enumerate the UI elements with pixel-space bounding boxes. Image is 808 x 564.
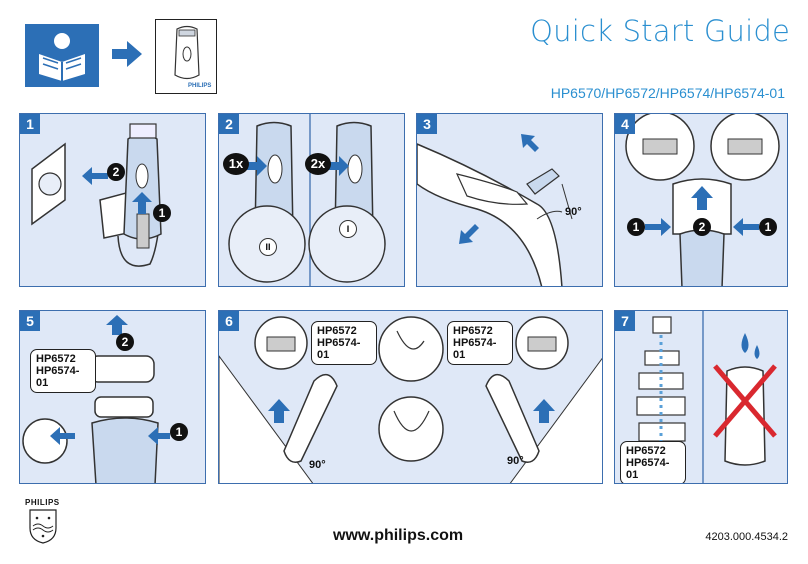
step-4-illustration bbox=[625, 114, 780, 286]
press-twice-label: 2x bbox=[305, 153, 331, 175]
step-2-panel: 2 1x 2x II I bbox=[218, 113, 405, 287]
callout-circle-right: 1 bbox=[759, 218, 777, 236]
model-label-line: HP6572 bbox=[36, 353, 76, 365]
step-number: 7 bbox=[615, 311, 635, 331]
page-title: Quick Start Guide bbox=[530, 14, 790, 48]
model-label: HP6572 HP6574-01 bbox=[620, 441, 686, 483]
model-label-left: HP6572 HP6574-01 bbox=[311, 321, 377, 365]
step-number: 6 bbox=[219, 311, 239, 331]
model-numbers: HP6570/HP6572/HP6574/HP6574-01 bbox=[550, 85, 785, 101]
speed-2-indicator: II bbox=[259, 238, 277, 256]
callout-circle-1: 1 bbox=[153, 204, 171, 222]
step-4-panel: 4 1 2 1 bbox=[614, 113, 788, 287]
step-2-illustration bbox=[228, 114, 386, 286]
model-label-line: HP6574-01 bbox=[453, 337, 497, 361]
arrow-right-icon bbox=[112, 40, 142, 68]
model-label-line: HP6572 bbox=[317, 325, 357, 337]
device-thumbnail: PHILIPS bbox=[155, 19, 217, 94]
model-label-line: HP6574-01 bbox=[317, 337, 361, 361]
step-number: 3 bbox=[417, 114, 437, 134]
model-label-line: HP6572 bbox=[453, 325, 493, 337]
step-1-panel: 1 2 1 bbox=[19, 113, 206, 287]
model-label-line: HP6574-01 bbox=[626, 457, 670, 481]
device-brand-label: PHILIPS bbox=[188, 83, 212, 89]
step-6-illustration bbox=[219, 316, 602, 483]
brand-wordmark: PHILIPS bbox=[25, 498, 60, 507]
step-5-panel: 5 HP6572 HP6574-01 2 1 bbox=[19, 310, 206, 484]
step-6-panel: 6 HP6572 HP6574-01 HP6572 HP6574-01 90° … bbox=[218, 310, 603, 484]
step-number: 4 bbox=[615, 114, 635, 134]
step-3-panel: 3 90° bbox=[416, 113, 603, 287]
website-url[interactable]: www.philips.com bbox=[333, 527, 464, 544]
press-once-label: 1x bbox=[223, 153, 249, 175]
step-number: 5 bbox=[20, 311, 40, 331]
step-3-illustration bbox=[417, 134, 573, 286]
callout-circle-2: 2 bbox=[107, 163, 125, 181]
step-5-illustration bbox=[22, 315, 170, 483]
step-1-illustration bbox=[31, 123, 162, 267]
step-7-illustration bbox=[636, 311, 777, 483]
document-code: 4203.000.4534.2 bbox=[705, 531, 788, 543]
angle-label: 90° bbox=[565, 206, 582, 218]
model-label: HP6572 HP6574-01 bbox=[30, 349, 96, 393]
philips-shield-icon bbox=[28, 508, 58, 544]
model-label-line: HP6574-01 bbox=[36, 365, 80, 389]
model-label-line: HP6572 bbox=[626, 445, 666, 457]
callout-circle-left: 1 bbox=[627, 218, 645, 236]
step-number: 2 bbox=[219, 114, 239, 134]
callout-circle-center: 2 bbox=[693, 218, 711, 236]
callout-circle-1: 1 bbox=[170, 423, 188, 441]
angle-label-left: 90° bbox=[309, 459, 326, 471]
reading-person-icon bbox=[25, 24, 99, 87]
callout-circle-2: 2 bbox=[116, 333, 134, 351]
speed-1-indicator: I bbox=[339, 220, 357, 238]
step-number: 1 bbox=[20, 114, 40, 134]
step-7-panel: 7 HP6572 HP6574-01 bbox=[614, 310, 788, 484]
angle-label-right: 90° bbox=[507, 455, 524, 467]
model-label-right: HP6572 HP6574-01 bbox=[447, 321, 513, 365]
